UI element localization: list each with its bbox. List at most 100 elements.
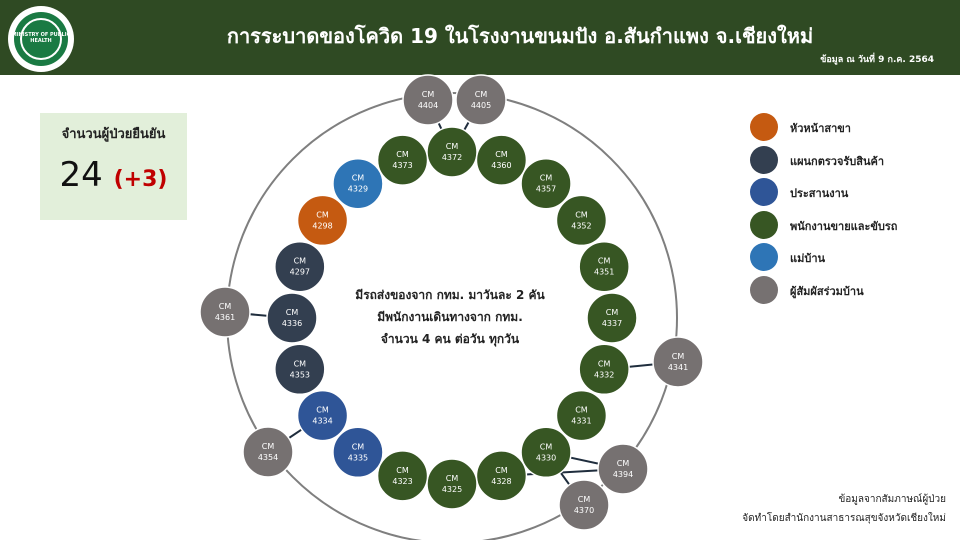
header-bar: MINISTRY OF PUBLIC HEALTH การระบาดของโคว… — [0, 0, 960, 75]
center-note-line: มีพนักงานเดินทางจาก กทม. — [377, 310, 523, 324]
ministry-logo: MINISTRY OF PUBLIC HEALTH — [8, 6, 74, 72]
case-id: 4328 — [491, 477, 511, 486]
case-id: 4335 — [348, 453, 368, 462]
case-id: 4353 — [290, 370, 310, 379]
case-prefix: CM — [578, 495, 591, 504]
case-node-4336: CM 4336 — [266, 292, 318, 344]
legend-label: ประสานงาน — [790, 187, 849, 200]
case-prefix: CM — [396, 150, 409, 159]
case-id: 4297 — [290, 268, 310, 277]
case-prefix: CM — [540, 442, 553, 451]
case-circle — [555, 389, 608, 442]
case-circle — [520, 157, 572, 210]
case-id: 4336 — [282, 319, 302, 328]
case-prefix: CM — [352, 442, 365, 451]
case-circle — [376, 134, 429, 186]
case-prefix: CM — [598, 257, 611, 266]
confirmed-cases-value: 24 (+3) — [40, 155, 187, 195]
case-id: 4372 — [442, 153, 462, 162]
legend-swatch — [750, 275, 778, 304]
legend-swatch — [750, 113, 778, 141]
case-prefix: CM — [575, 406, 588, 415]
case-node-4329: CM 4329 — [332, 157, 384, 210]
source-note: ข้อมูลจากสัมภาษณ์ผู้ป่วย จัดทำโดยสำนักงา… — [742, 490, 946, 528]
case-circle — [426, 126, 478, 178]
case-id: 4325 — [442, 485, 462, 494]
case-prefix: CM — [352, 174, 365, 183]
case-circle — [274, 240, 326, 293]
case-id: 4329 — [348, 185, 368, 194]
case-circle — [332, 157, 384, 210]
logo-ring — [20, 18, 62, 60]
center-note-line: จำนวน 4 คน ต่อวัน ทุกวัน — [380, 332, 520, 346]
case-prefix: CM — [294, 257, 307, 266]
case-prefix: CM — [446, 474, 459, 483]
case-id: 4360 — [491, 161, 511, 170]
legend-label: แผนกตรวจรับสินค้า — [790, 154, 885, 168]
case-id: 4352 — [571, 221, 591, 230]
case-id: 4351 — [594, 268, 614, 277]
case-id: 4354 — [258, 453, 278, 462]
case-circle — [242, 426, 294, 478]
case-id: 4394 — [613, 470, 633, 479]
case-prefix: CM — [446, 142, 459, 151]
case-id: 4331 — [571, 417, 591, 426]
case-prefix: CM — [286, 308, 299, 317]
legend-label: ผู้สัมผัสร่วมบ้าน — [790, 284, 864, 298]
logo-text: MINISTRY OF PUBLIC HEALTH — [11, 32, 71, 44]
case-prefix: CM — [422, 90, 435, 99]
legend-swatch — [750, 243, 778, 271]
legend-label: พนักงานขายและขับรถ — [790, 219, 898, 233]
case-circle — [274, 343, 326, 396]
case-id: 4330 — [536, 453, 556, 462]
case-prefix: CM — [262, 442, 275, 451]
case-prefix: CM — [495, 466, 508, 475]
case-circle — [578, 240, 630, 293]
case-id: 4370 — [574, 506, 594, 515]
case-node-4328: CM 4328 — [475, 450, 528, 502]
case-node-4351: CM 4351 — [578, 240, 630, 293]
case-prefix: CM — [606, 308, 619, 317]
case-node-4373: CM 4373 — [376, 134, 429, 186]
case-node-4360: CM 4360 — [475, 134, 528, 186]
case-circle — [555, 194, 608, 247]
case-id: 4373 — [392, 161, 412, 170]
case-node-4297: CM 4297 — [274, 240, 326, 293]
case-circle — [586, 292, 638, 344]
page-title: การระบาดของโควิด 19 ในโรงงานขนมปัง อ.สัน… — [226, 24, 814, 48]
case-prefix: CM — [617, 459, 630, 468]
case-id: 4332 — [594, 370, 614, 379]
case-node-4325: CM 4325 — [426, 458, 478, 510]
case-node-4323: CM 4323 — [376, 450, 429, 502]
case-id: 4404 — [418, 101, 438, 110]
credit-line: จัดทำโดยสำนักงานสาธารณสุขจังหวัดเชียงใหม… — [742, 513, 946, 524]
case-prefix: CM — [396, 466, 409, 475]
case-id: 4341 — [668, 363, 688, 372]
case-circle — [376, 450, 429, 502]
case-circle — [332, 426, 384, 479]
center-note-line: มีรถส่งของจาก กทม. มาวันละ 2 คัน — [355, 288, 545, 302]
source-line: ข้อมูลจากสัมภาษณ์ผู้ป่วย — [838, 494, 946, 505]
case-id: 4323 — [392, 477, 412, 486]
case-circle — [652, 336, 704, 388]
case-prefix: CM — [495, 150, 508, 159]
legend-swatch — [750, 210, 778, 239]
case-circle — [199, 286, 251, 338]
case-node-4404: CM 4404 — [402, 74, 454, 126]
legend-swatch — [750, 178, 778, 206]
case-node-4370: CM 4370 — [558, 479, 610, 531]
case-circle — [266, 292, 318, 344]
legend-swatch — [750, 145, 778, 174]
confirmed-new: (+3) — [113, 167, 168, 192]
case-node-4394: CM 4394 — [597, 443, 649, 495]
